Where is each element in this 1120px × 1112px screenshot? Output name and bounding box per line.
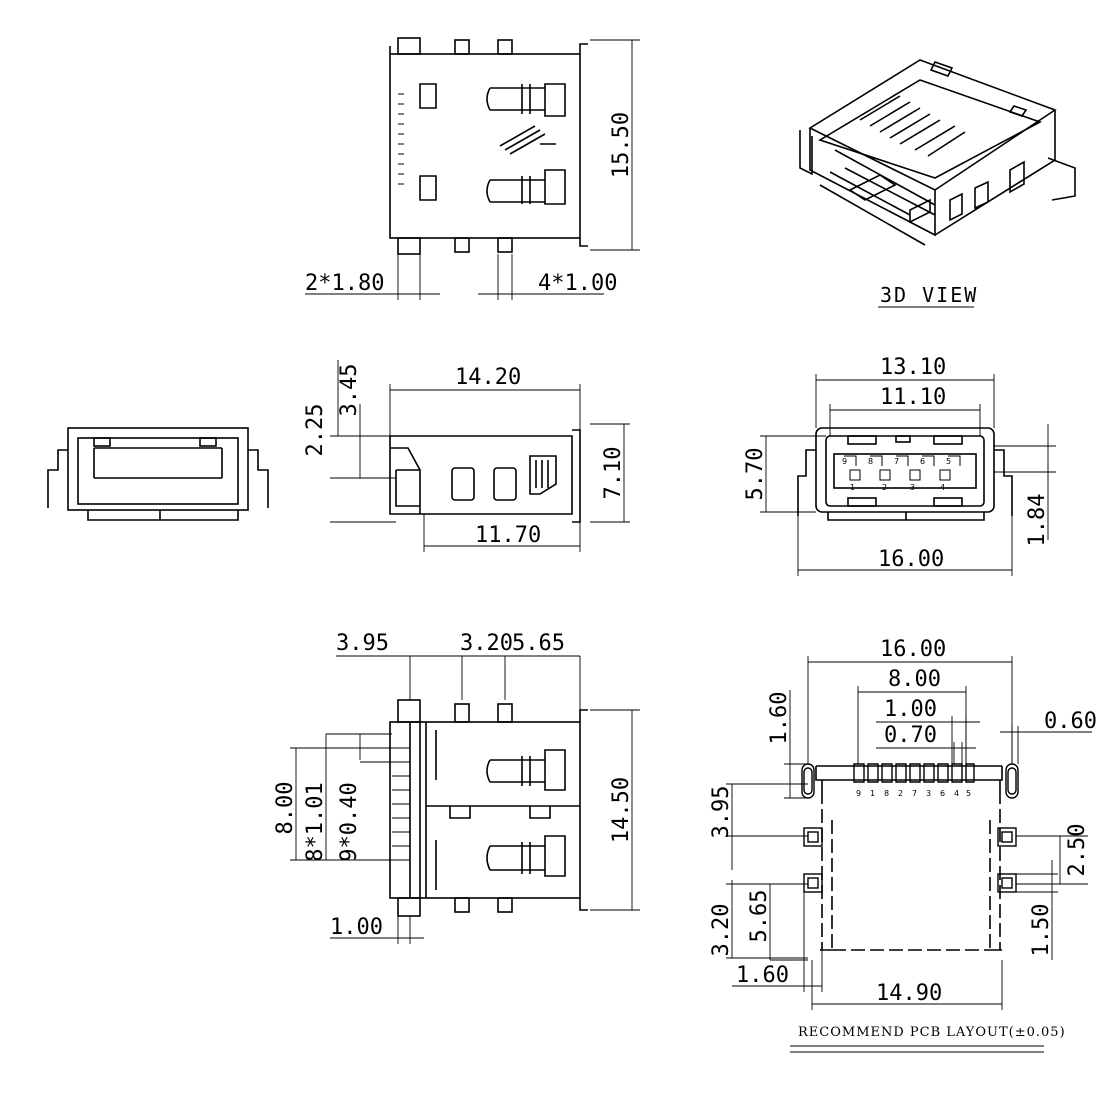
dim-bottom-pitch-b: 9*0.40 bbox=[337, 782, 362, 861]
end-view bbox=[47, 427, 269, 521]
dim-front-offset: 1.84 bbox=[1025, 494, 1050, 547]
top-view: 15.50 2*1.80 4*1.00 bbox=[305, 37, 640, 300]
dim-pcb-pad: 0.70 bbox=[884, 723, 937, 748]
front-pin-2: 2 bbox=[882, 483, 887, 492]
pcb-pin-label-8: 4 bbox=[954, 789, 959, 798]
iso-view: 3D VIEW bbox=[799, 59, 1076, 308]
dim-top-height: 15.50 bbox=[609, 112, 634, 178]
pcb-pin-label-1: 9 bbox=[856, 789, 861, 798]
front-view: 9 8 7 6 5 1 2 3 4 13.10 11.10 5.70 1.84 … bbox=[743, 355, 1056, 576]
front-pin-9: 9 bbox=[842, 457, 847, 466]
pcb-pin-label-9: 5 bbox=[966, 789, 971, 798]
dim-side-h2: 2.25 bbox=[303, 404, 328, 457]
dim-front-outer: 13.10 bbox=[880, 355, 946, 380]
pcb-pin-label-7: 6 bbox=[940, 789, 945, 798]
front-pin-numbers: 9 8 7 6 5 1 2 3 4 bbox=[842, 457, 951, 492]
dim-pcb-span: 8.00 bbox=[888, 667, 941, 692]
dim-pcb-pad-h: 1.60 bbox=[767, 692, 792, 745]
pcb-pin-label-4: 2 bbox=[898, 789, 903, 798]
side-view: 14.20 7.10 3.45 2.25 11.70 bbox=[303, 360, 630, 552]
pcb-signal-pads bbox=[853, 763, 975, 783]
dim-pin-pitch-a: 2*1.80 bbox=[305, 271, 384, 296]
bottom-view: 3.95 3.20 5.65 14.50 8.00 8*1.01 9*0.40 … bbox=[273, 631, 640, 944]
pcb-pin-label-2: 1 bbox=[870, 789, 875, 798]
dim-bottom-span: 8.00 bbox=[273, 782, 298, 835]
dim-pcb-edge: 0.60 bbox=[1044, 709, 1097, 734]
front-pin-8: 8 bbox=[868, 457, 873, 466]
dim-pcb-d4: 5.65 bbox=[747, 890, 772, 943]
dim-bottom-pin-w: 1.00 bbox=[330, 915, 383, 940]
dim-pcb-pitch: 1.00 bbox=[884, 697, 937, 722]
pcb-pin-order: 9 1 8 2 7 3 6 4 5 bbox=[856, 789, 971, 798]
dim-pcb-d2: 2.50 bbox=[1065, 824, 1090, 877]
dim-bottom-height: 14.50 bbox=[609, 777, 634, 843]
dim-pcb-d5: 1.50 bbox=[1029, 904, 1054, 957]
dim-pcb-d3: 3.20 bbox=[709, 904, 734, 957]
pcb-pin-label-6: 3 bbox=[926, 789, 931, 798]
dim-bottom-c: 5.65 bbox=[512, 631, 565, 656]
iso-view-label: 3D VIEW bbox=[880, 283, 978, 307]
dim-pcb-width: 14.90 bbox=[876, 981, 942, 1006]
front-pin-6: 6 bbox=[920, 457, 925, 466]
front-pin-5: 5 bbox=[946, 457, 951, 466]
front-pin-7: 7 bbox=[894, 457, 899, 466]
front-pin-4: 4 bbox=[940, 483, 945, 492]
dim-side-base: 11.70 bbox=[475, 523, 541, 548]
pcb-pin-label-3: 8 bbox=[884, 789, 889, 798]
pcb-layout: 9 1 8 2 7 3 6 4 5 16.00 8.00 1.00 0.70 0… bbox=[709, 637, 1097, 1053]
dim-side-height: 7.10 bbox=[601, 447, 626, 500]
dim-side-length: 14.20 bbox=[455, 365, 521, 390]
dim-front-total: 16.00 bbox=[878, 547, 944, 572]
dim-bottom-b: 3.20 bbox=[460, 631, 513, 656]
pcb-pin-label-5: 7 bbox=[912, 789, 917, 798]
dim-front-inner: 11.10 bbox=[880, 385, 946, 410]
dim-bottom-a: 3.95 bbox=[336, 631, 389, 656]
dim-pcb-d6: 1.60 bbox=[736, 963, 789, 988]
front-pin-1: 1 bbox=[850, 483, 855, 492]
dim-pin-pitch-b: 4*1.00 bbox=[538, 271, 617, 296]
dim-bottom-pitch-a: 8*1.01 bbox=[303, 782, 328, 861]
dim-pcb-d1: 3.95 bbox=[709, 786, 734, 839]
dim-front-height: 5.70 bbox=[743, 448, 768, 501]
pcb-caption: RECOMMEND PCB LAYOUT(±0.05) bbox=[798, 1025, 1066, 1040]
dim-side-h1: 3.45 bbox=[337, 364, 362, 417]
front-pin-3: 3 bbox=[910, 483, 915, 492]
dim-pcb-total: 16.00 bbox=[880, 637, 946, 662]
